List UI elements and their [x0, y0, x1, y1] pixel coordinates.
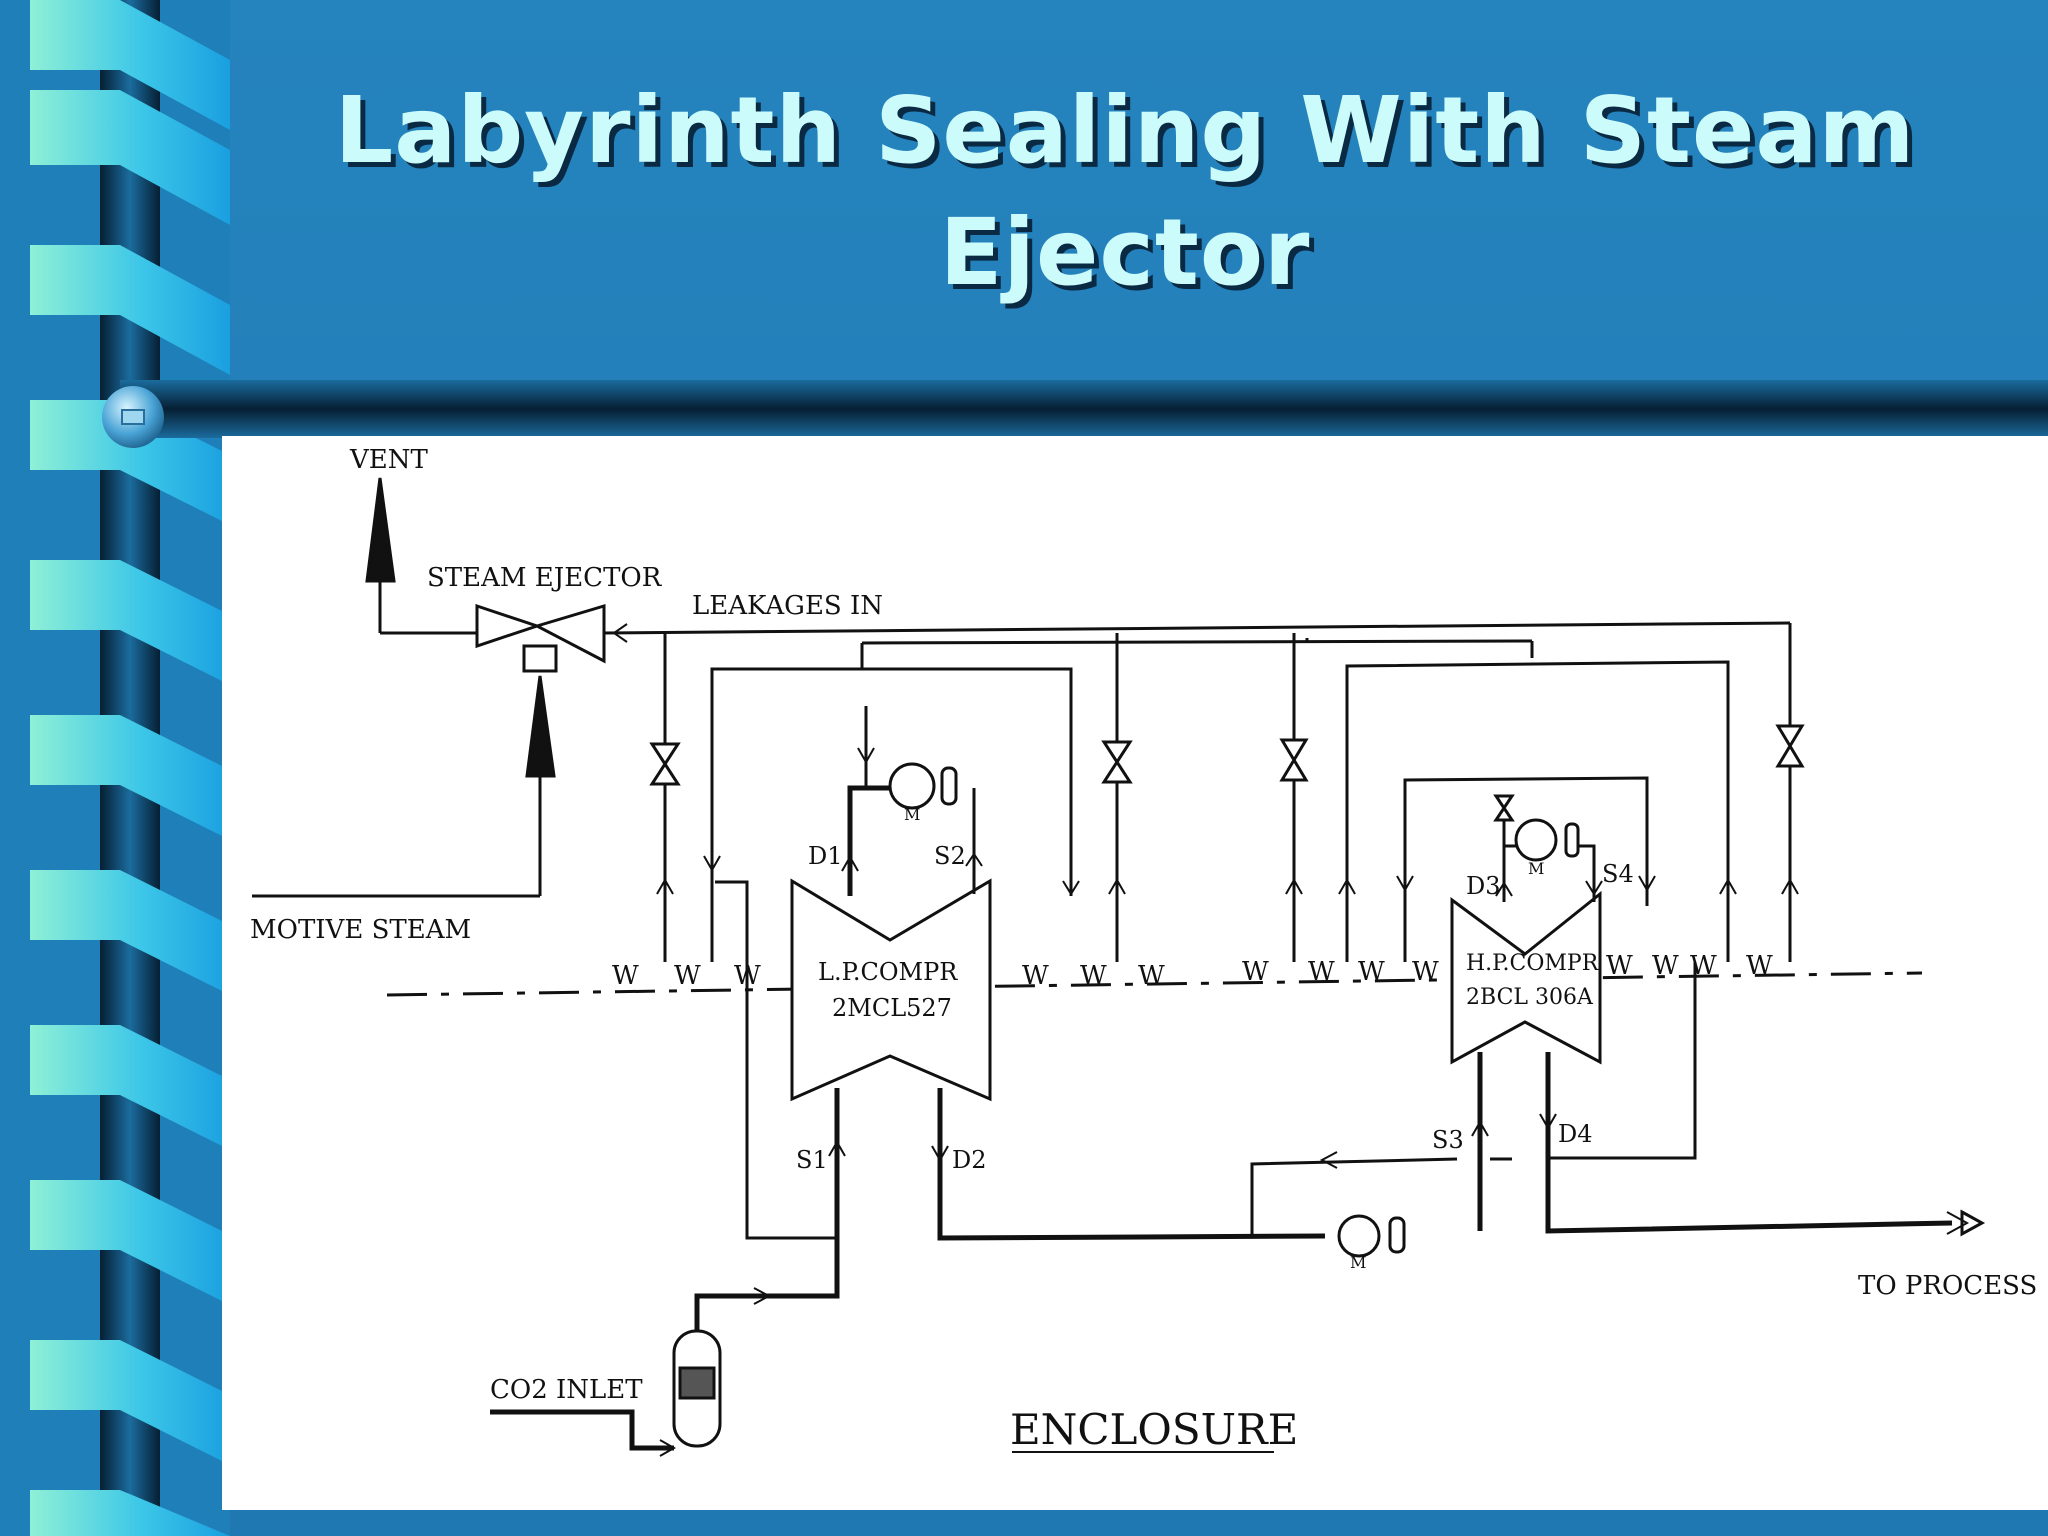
- label-hp-compressor-model: 2BCL 306A: [1466, 985, 1594, 1010]
- label-seal-12: W: [1652, 951, 1679, 981]
- label-seal-1: W: [612, 961, 639, 991]
- label-d1: D1: [808, 842, 843, 870]
- valve-hp-right-icon: [1775, 724, 1805, 768]
- label-s2: S2: [934, 842, 966, 870]
- label-motor-recycle: M: [1350, 1253, 1366, 1272]
- motive-steam-stack-icon: [525, 675, 556, 778]
- label-d4: D4: [1558, 1120, 1593, 1148]
- label-seal-3: W: [734, 961, 761, 991]
- label-co2-inlet: CO2 INLET: [490, 1375, 643, 1405]
- label-s1: S1: [796, 1146, 828, 1174]
- label-seal-11: W: [1606, 951, 1633, 981]
- label-leakages-in: LEAKAGES IN: [692, 591, 883, 621]
- label-seal-4: W: [1022, 961, 1049, 991]
- lp-compressor-icon: [790, 878, 992, 1102]
- label-seal-9: W: [1358, 957, 1385, 987]
- label-lp-compressor-model: 2MCL527: [832, 994, 952, 1022]
- valve-lp-right-icon: [1101, 740, 1133, 784]
- to-process-arrow-icon: [1960, 1209, 1986, 1237]
- label-vent: VENT: [349, 445, 429, 475]
- label-to-process: TO PROCESS: [1858, 1271, 2037, 1301]
- decorative-zigzag-strip: [0, 0, 230, 1536]
- label-seal-5: W: [1080, 961, 1107, 991]
- bullet-knob-icon: [102, 386, 164, 448]
- label-hp-compressor-name: H.P.COMPR: [1466, 951, 1600, 976]
- vent-stack-icon: [365, 477, 396, 583]
- lp-seal-motor-icon: [888, 762, 936, 810]
- label-motor-hp: M: [1528, 859, 1544, 878]
- label-seal-6: W: [1138, 961, 1165, 991]
- slide-title: Labyrinth Sealing With Steam Ejector: [334, 77, 1916, 306]
- label-steam-ejector: STEAM EJECTOR: [427, 563, 663, 593]
- recycle-motor-icon: [1337, 1214, 1381, 1258]
- hp-compressor-icon: [1450, 890, 1602, 1065]
- label-motor-lp: M: [904, 805, 920, 824]
- label-seal-2: W: [674, 961, 701, 991]
- process-flow-diagram: VENT STEAM EJECTOR LEAKAGES IN MOTIVE ST…: [250, 445, 2037, 1457]
- label-seal-8: W: [1308, 957, 1335, 987]
- label-motive-steam: MOTIVE STEAM: [250, 915, 471, 945]
- diagram-panel: VENT STEAM EJECTOR LEAKAGES IN MOTIVE ST…: [222, 436, 2048, 1510]
- label-s4: S4: [1602, 860, 1634, 888]
- label-d2: D2: [952, 1146, 987, 1174]
- valve-hp-left-icon: [1279, 738, 1309, 782]
- label-s3: S3: [1432, 1126, 1464, 1154]
- label-seal-14: W: [1746, 951, 1773, 981]
- label-d3: D3: [1466, 872, 1501, 900]
- label-seal-13: W: [1690, 951, 1717, 981]
- label-lp-compressor-name: L.P.COMPR: [818, 958, 958, 986]
- label-enclosure: ENCLOSURE: [1010, 1405, 1298, 1454]
- steam-ejector-icon: [475, 603, 606, 673]
- title-divider-rule: [120, 380, 2048, 438]
- label-seal-10: W: [1412, 957, 1439, 987]
- hp-seal-motor-icon: [1514, 818, 1558, 862]
- label-seal-7: W: [1242, 957, 1269, 987]
- title-area: Labyrinth Sealing With Steam Ejector: [230, 70, 2020, 314]
- valve-lp-left-icon: [649, 742, 681, 786]
